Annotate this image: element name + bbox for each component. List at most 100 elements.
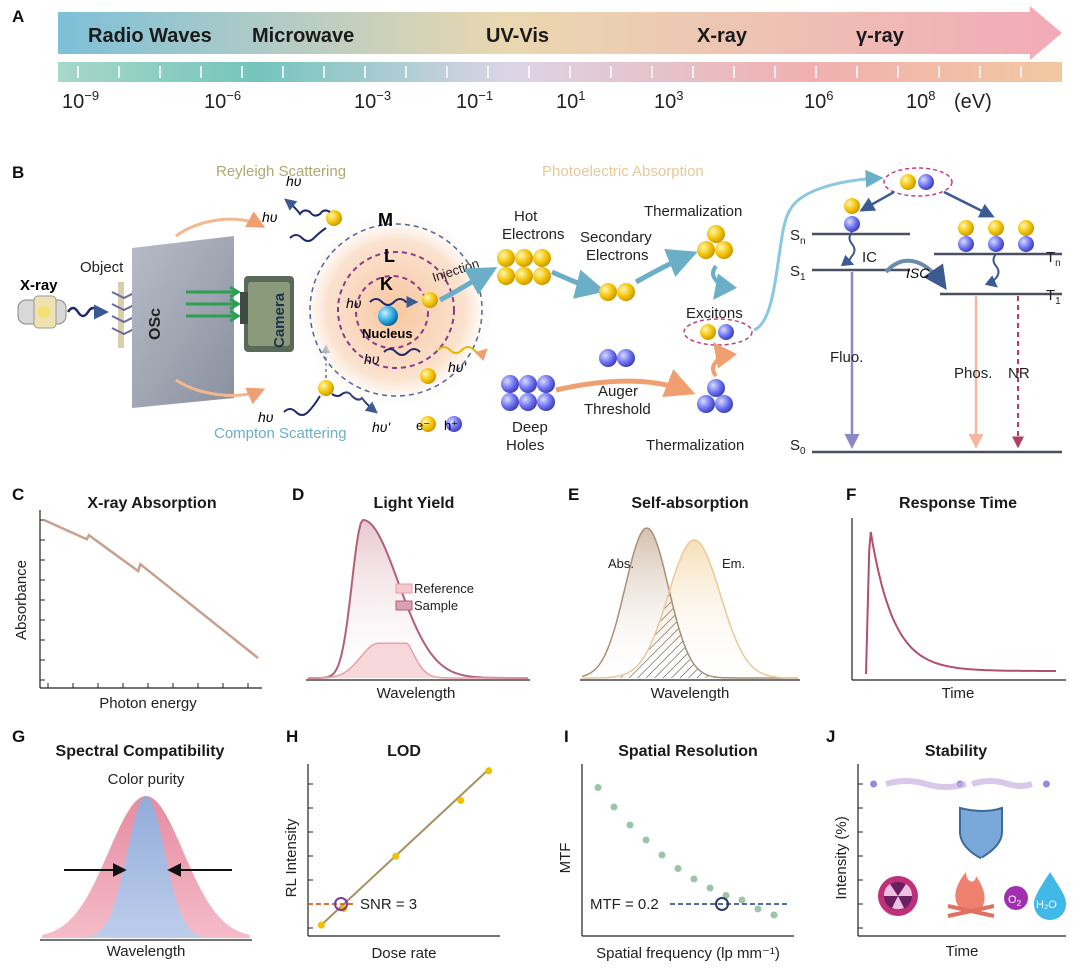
triplet-pairs bbox=[958, 220, 1034, 252]
tick-label: 101 bbox=[556, 88, 585, 113]
excitons-label: Excitons bbox=[686, 305, 743, 322]
camera-label: Camera bbox=[271, 292, 288, 348]
thermalized-holes-cluster bbox=[697, 379, 733, 413]
snr-annotation: SNR = 3 bbox=[360, 896, 417, 913]
subtitle-g: Color purity bbox=[108, 771, 185, 788]
hv-prime-label: hυ' bbox=[448, 359, 467, 375]
photoelectric-label: Photoelectric Absorption bbox=[542, 163, 704, 180]
hole-pair bbox=[599, 349, 635, 367]
transfer-arrow bbox=[753, 169, 884, 332]
tick-label: 10−3 bbox=[354, 88, 391, 113]
panel-letter-g: G bbox=[12, 727, 25, 746]
shell-k bbox=[355, 275, 429, 349]
legend-reference: Reference bbox=[414, 581, 474, 596]
water-drop-icon bbox=[1034, 872, 1066, 920]
incident-wave bbox=[283, 395, 321, 416]
hv-label: hυ bbox=[346, 295, 362, 311]
nr-label: NR bbox=[1008, 365, 1030, 382]
xlabel-h: Dose rate bbox=[371, 945, 436, 962]
panel-letter-d: D bbox=[292, 485, 304, 504]
chart-title-f: Response Time bbox=[899, 495, 1017, 512]
rayleigh-arrow bbox=[175, 211, 266, 238]
em-area bbox=[582, 540, 798, 678]
panel-j: J Stability Intensity (%) Time O2 H₂O bbox=[826, 727, 1066, 960]
xray-beam bbox=[66, 304, 109, 320]
energy-scale-bar bbox=[58, 62, 1062, 82]
electron-ball bbox=[326, 210, 342, 226]
reference-area bbox=[308, 643, 528, 678]
emission-arrows bbox=[186, 285, 241, 323]
secondary-electrons-cluster bbox=[599, 283, 635, 301]
chart-title-c: X-ray Absorption bbox=[87, 495, 216, 512]
reference-curve bbox=[308, 642, 528, 679]
electron-ball bbox=[420, 368, 436, 384]
triplet-branch-arrow bbox=[943, 190, 995, 218]
axis-ticks-j bbox=[858, 783, 863, 929]
legend-swatch-reference bbox=[395, 583, 413, 594]
panel-i: I Spatial Resolution MTF Spatial frequen… bbox=[557, 727, 794, 962]
hv-label: hυ bbox=[262, 209, 278, 225]
chart-title-d: Light Yield bbox=[374, 495, 455, 512]
compton-label: Compton Scattering bbox=[214, 425, 347, 442]
mtf-point bbox=[610, 803, 618, 811]
shell-l-label: L bbox=[384, 246, 395, 266]
lod-point bbox=[317, 921, 325, 929]
thermalization-top-label: Thermalization bbox=[644, 203, 742, 220]
panel-c: C X-ray Absorption Absorbance Photon ene… bbox=[12, 485, 262, 712]
osc-label: OSc bbox=[147, 308, 164, 340]
scattered-wave bbox=[284, 198, 331, 217]
panel-g: G Spectral Compatibility Color purity Wa… bbox=[12, 727, 252, 960]
xlabel-f: Time bbox=[942, 685, 975, 702]
chart-title-h: LOD bbox=[387, 743, 421, 760]
ylabel-c: Absorbance bbox=[13, 560, 30, 640]
singlet-hole bbox=[844, 216, 860, 232]
electron-legend-ball bbox=[420, 416, 436, 432]
mtf-point bbox=[722, 892, 730, 899]
nucleus-ball bbox=[378, 306, 398, 326]
singlet-electron bbox=[844, 198, 860, 214]
exciton-hole bbox=[718, 324, 734, 340]
tick-label: 103 bbox=[654, 88, 683, 113]
mtf-point bbox=[754, 905, 762, 913]
mtf-annotation: MTF = 0.2 bbox=[590, 896, 659, 913]
isc-label: ISC bbox=[906, 265, 930, 281]
shell-l bbox=[337, 251, 455, 369]
isc-arrow bbox=[884, 258, 947, 290]
tick-label: 10−1 bbox=[456, 88, 493, 113]
hv-label: hυ bbox=[364, 351, 380, 367]
hv-label: hυ bbox=[258, 409, 274, 425]
thermalization-arrow-e bbox=[634, 248, 698, 285]
narrow-peak bbox=[42, 796, 250, 938]
shell-m-label: M bbox=[378, 210, 393, 230]
legend-swatch-sample bbox=[395, 600, 413, 611]
panel-d: D Light Yield Reference Sample Wavelengt… bbox=[292, 485, 530, 702]
chart-title-i: Spatial Resolution bbox=[618, 743, 758, 760]
panel-e: E Self-absorption Abs. Em. Wavelength bbox=[568, 485, 800, 702]
scintillator-plate bbox=[132, 236, 234, 408]
phos-label: Phos. bbox=[954, 365, 992, 382]
band-radio: Radio Waves bbox=[88, 25, 212, 47]
stability-point bbox=[870, 780, 878, 788]
band-gamma: γ-ray bbox=[856, 25, 905, 47]
compton-arrow bbox=[175, 378, 266, 405]
abs-area bbox=[582, 528, 798, 678]
absorption-curve bbox=[43, 518, 259, 659]
auger-arrow bbox=[555, 369, 696, 398]
overlap-hatch bbox=[582, 594, 798, 678]
object-label: Object bbox=[80, 259, 124, 276]
panel-f: F Response Time Time bbox=[846, 485, 1066, 702]
panel-letter-b: B bbox=[12, 163, 24, 182]
electron-legend-label: e⁻ bbox=[416, 418, 430, 433]
xlabel-j: Time bbox=[946, 943, 979, 960]
tick-label: 108 bbox=[906, 88, 935, 113]
tn-label: Tn bbox=[1046, 249, 1061, 269]
injection-arrow bbox=[438, 267, 498, 303]
axis-ticks-c bbox=[40, 519, 249, 688]
spectrum-arrow bbox=[58, 6, 1062, 60]
mtf-point bbox=[642, 836, 650, 844]
emitted-wave bbox=[437, 346, 488, 362]
ylabel-h: RL Intensity bbox=[283, 818, 300, 897]
resolution-marker bbox=[715, 897, 729, 911]
